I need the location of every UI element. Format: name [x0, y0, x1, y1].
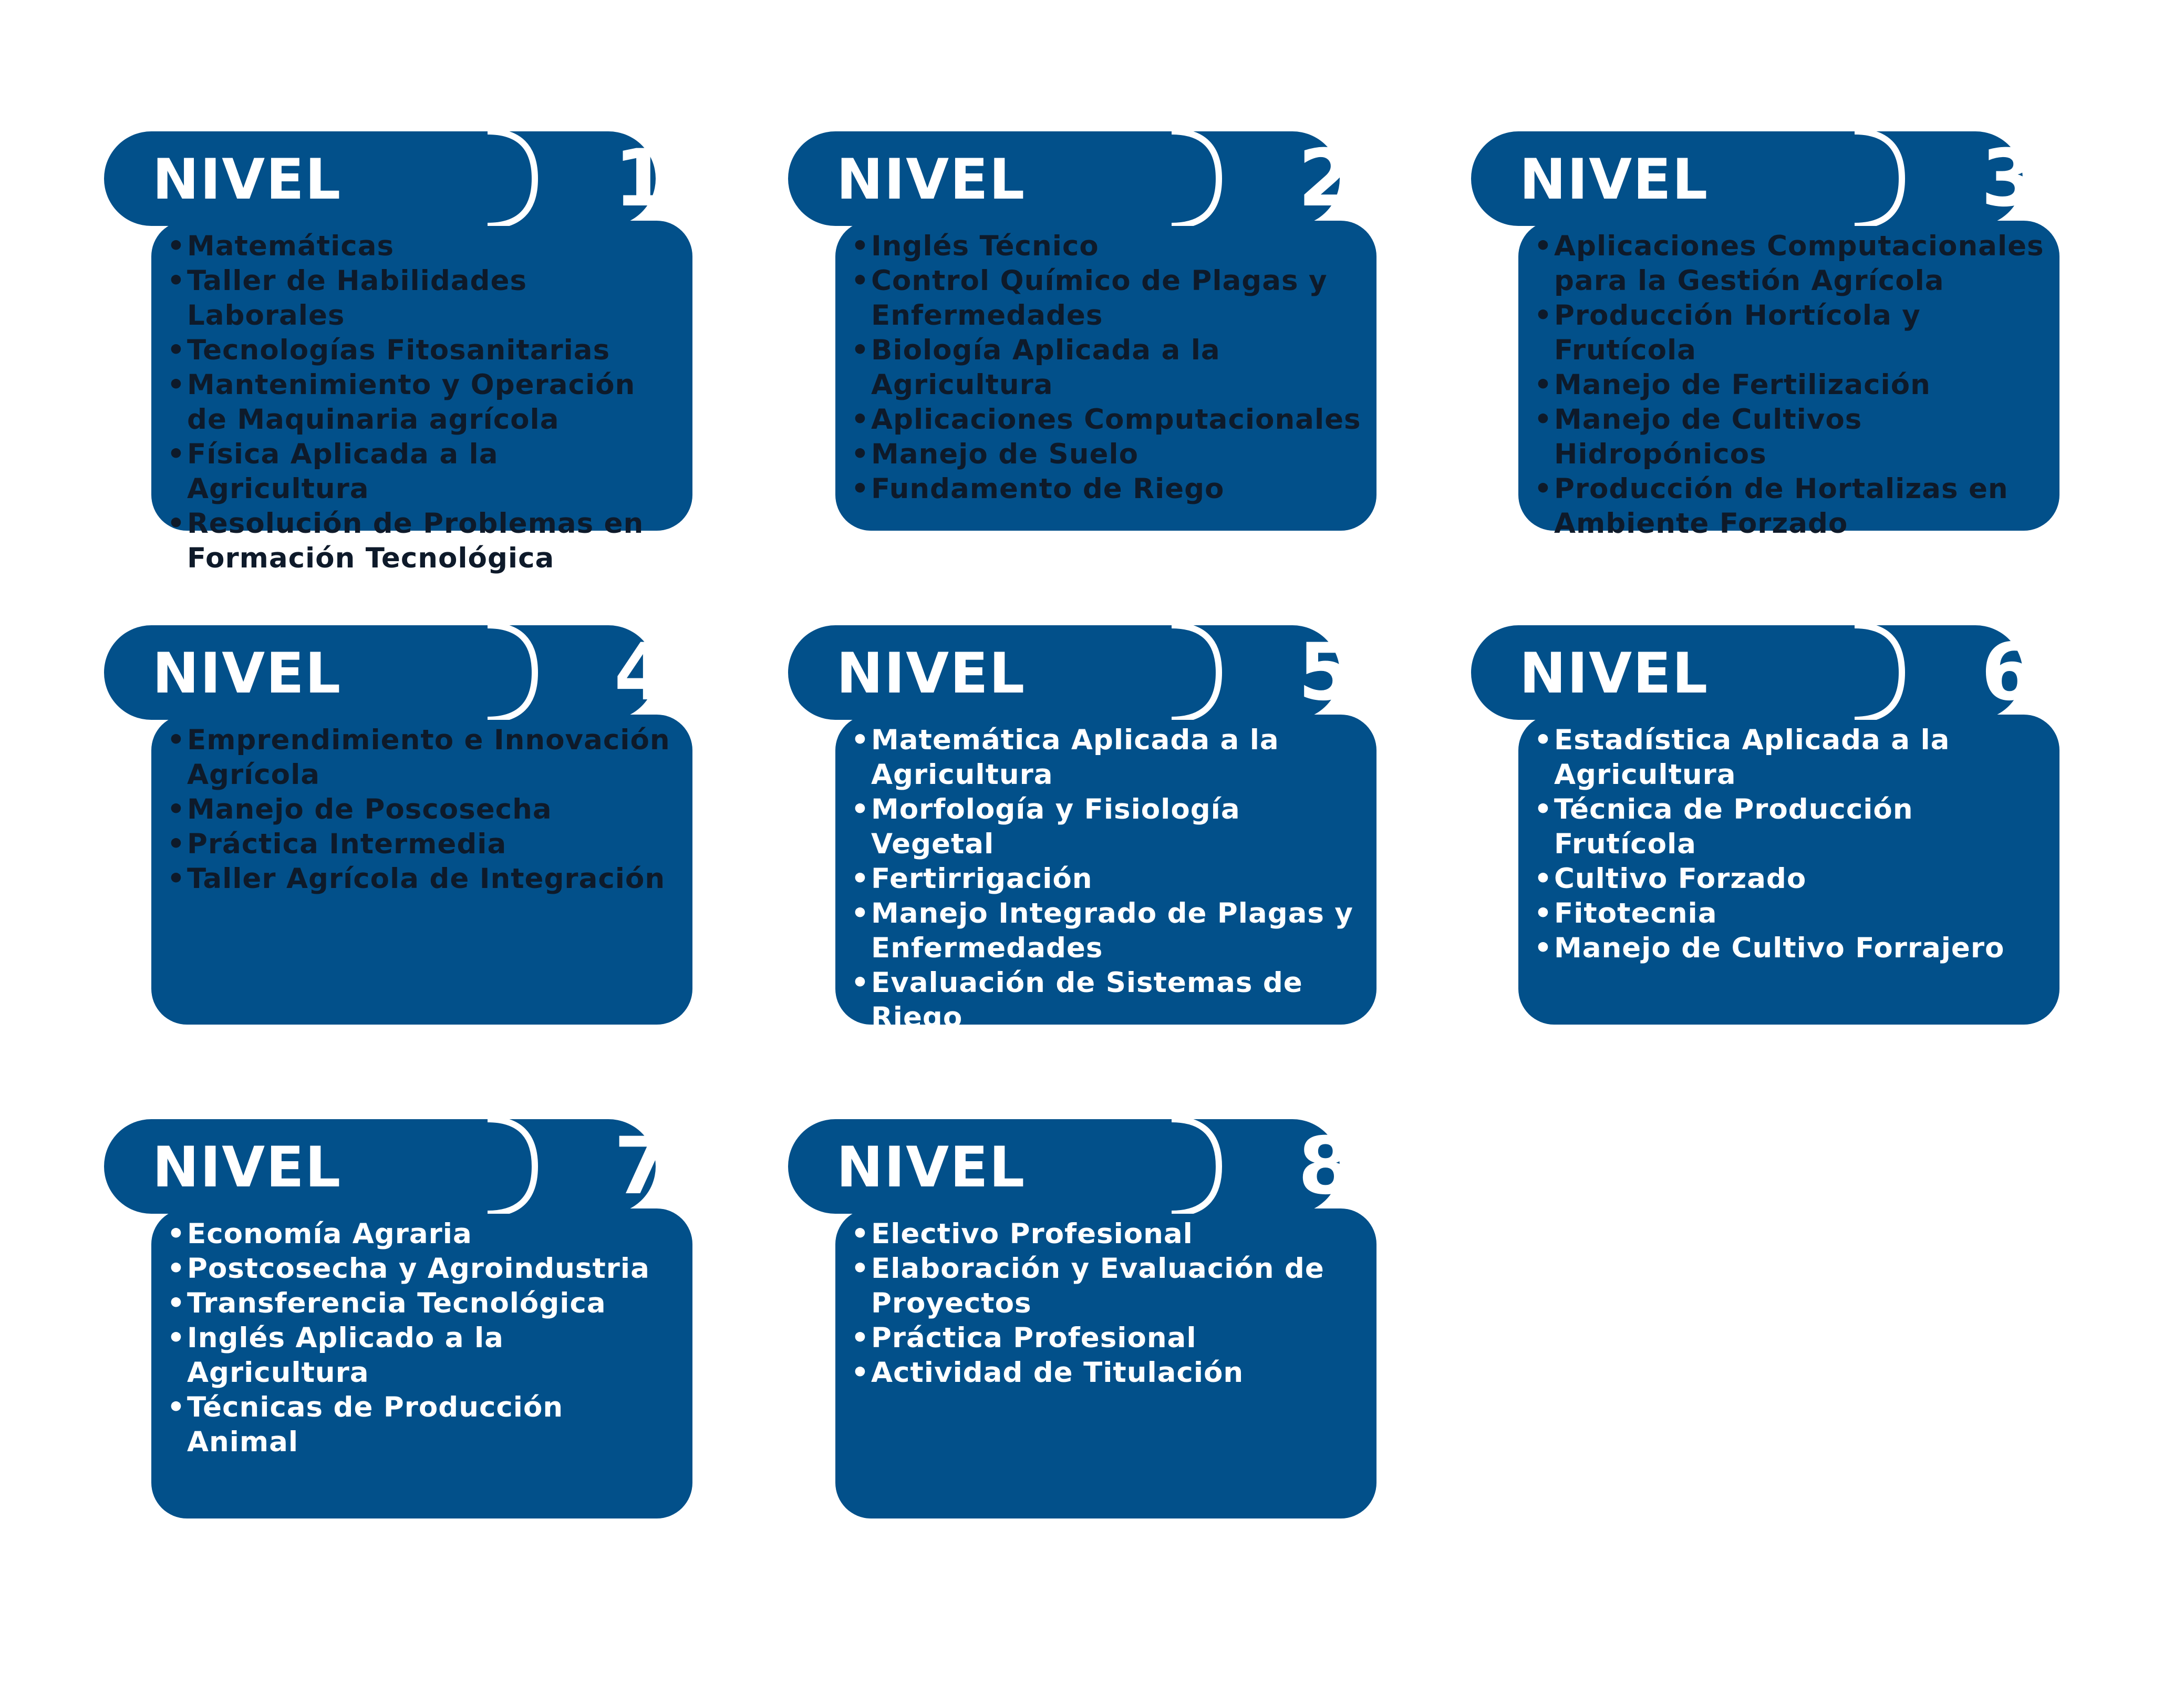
level-title: NIVEL: [152, 1135, 342, 1200]
subject-list: Aplicaciones Computacionales para la Ges…: [1534, 229, 2049, 541]
level-header: [788, 625, 1340, 720]
level-title: NIVEL: [1519, 147, 1709, 212]
subject-item: Morfología y Fisiología Vegetal: [851, 792, 1366, 862]
subject-item: Elaboración y Evaluación de Proyectos: [851, 1252, 1366, 1321]
level-number: 8: [1298, 1121, 1353, 1212]
subject-item: Taller Agrícola de Integración: [167, 862, 682, 896]
level-number: 7: [614, 1121, 669, 1212]
subject-item: Estadística Aplicada a la Agricultura: [1534, 723, 2049, 792]
subject-item: Resolución de Problemas en Formación Tec…: [167, 507, 682, 576]
level-subjects-box: Aplicaciones Computacionales para la Ges…: [1518, 221, 2059, 540]
level-number: 3: [1981, 133, 2036, 224]
subject-item: Producción Hortícola y Frutícola: [1534, 298, 2049, 368]
level-title: NIVEL: [152, 641, 342, 706]
subject-item: Manejo de Fertilización: [1534, 368, 2049, 402]
level-card-4: Emprendimiento e Innovación Agrícola Man…: [104, 625, 692, 1030]
level-title: NIVEL: [836, 1135, 1026, 1200]
level-card-3: Aplicaciones Computacionales para la Ges…: [1471, 131, 2059, 540]
level-subjects-box: Electivo Profesional Elaboración y Evalu…: [835, 1208, 1376, 1518]
subject-item: Práctica Profesional: [851, 1321, 1366, 1356]
subject-list: Matemáticas Taller de Habilidades Labora…: [167, 229, 682, 576]
subject-list: Matemática Aplicada a la Agricultura Mor…: [851, 723, 1366, 1070]
subject-list: Emprendimiento e Innovación Agrícola Man…: [167, 723, 682, 896]
subject-item: Taller de Habilidades Laborales: [167, 264, 682, 333]
level-header: [788, 1119, 1340, 1214]
subject-item: Técnicas de Producción Animal: [167, 1390, 682, 1460]
subject-item: Manejo de Cultivo Forrajero: [1534, 931, 2049, 966]
subject-item: Transferencia Tecnológica: [167, 1286, 682, 1321]
level-subjects-box: Matemáticas Taller de Habilidades Labora…: [151, 221, 692, 574]
level-number: 1: [614, 133, 669, 224]
level-subjects-box: Estadística Aplicada a la Agricultura Té…: [1518, 715, 2059, 1025]
subject-list: Inglés Técnico Control Químico de Plagas…: [851, 229, 1366, 507]
subject-item: Técnica de Producción Frutícola: [1534, 792, 2049, 862]
subject-item: Manejo Integrado de Plagas y Enfermedade…: [851, 896, 1366, 966]
level-card-6: Estadística Aplicada a la Agricultura Té…: [1471, 625, 2059, 1030]
subject-item: Matemáticas: [167, 229, 682, 264]
subject-item: Física Aplicada a la Agricultura: [167, 437, 682, 507]
level-title: NIVEL: [152, 147, 342, 212]
subject-item: Mantenimiento y Operación de Maquinaria …: [167, 368, 682, 437]
subject-item: Química Agrícola: [851, 1035, 1366, 1070]
level-header: [104, 131, 656, 226]
level-title: NIVEL: [1519, 641, 1709, 706]
subject-item: Práctica Intermedia: [167, 827, 682, 862]
level-subjects-box: Emprendimiento e Innovación Agrícola Man…: [151, 715, 692, 1025]
subject-list: Electivo Profesional Elaboración y Evalu…: [851, 1217, 1366, 1390]
subject-item: Fitotecnia: [1534, 896, 2049, 931]
subject-item: Manejo de Suelo: [851, 437, 1366, 472]
subject-item: Fertirrigación: [851, 862, 1366, 896]
level-header: [1471, 625, 2023, 720]
level-number: 6: [1981, 627, 2036, 718]
level-subjects-box: Matemática Aplicada a la Agricultura Mor…: [835, 715, 1376, 1070]
subject-item: Electivo Profesional: [851, 1217, 1366, 1252]
level-number: 4: [614, 627, 669, 718]
subject-item: Control Químico de Plagas y Enfermedades: [851, 264, 1366, 333]
level-header: [788, 131, 1340, 226]
level-title: NIVEL: [836, 641, 1026, 706]
subject-list: Economía Agraria Postcosecha y Agroindus…: [167, 1217, 682, 1460]
subject-item: Producción de Hortalizas en Ambiente For…: [1534, 472, 2049, 541]
subject-item: Cultivo Forzado: [1534, 862, 2049, 896]
subject-item: Aplicaciones Computacionales para la Ges…: [1534, 229, 2049, 298]
subject-list: Estadística Aplicada a la Agricultura Té…: [1534, 723, 2049, 966]
level-title: NIVEL: [836, 147, 1026, 212]
subject-item: Fundamento de Riego: [851, 472, 1366, 507]
level-subjects-box: Inglés Técnico Control Químico de Plagas…: [835, 221, 1376, 531]
level-card-1: Matemáticas Taller de Habilidades Labora…: [104, 131, 692, 574]
level-header: [1471, 131, 2023, 226]
subject-item: Manejo de Poscosecha: [167, 792, 682, 827]
subject-item: Inglés Aplicado a la Agricultura: [167, 1321, 682, 1390]
subject-item: Manejo de Cultivos Hidropónicos: [1534, 402, 2049, 472]
level-number: 5: [1298, 627, 1353, 718]
subject-item: Economía Agraria: [167, 1217, 682, 1252]
subject-item: Evaluación de Sistemas de Riego: [851, 966, 1366, 1035]
level-header: [104, 625, 656, 720]
subject-item: Matemática Aplicada a la Agricultura: [851, 723, 1366, 792]
level-card-7: Economía Agraria Postcosecha y Agroindus…: [104, 1119, 692, 1524]
subject-item: Emprendimiento e Innovación Agrícola: [167, 723, 682, 792]
subject-item: Actividad de Titulación: [851, 1356, 1366, 1390]
subject-item: Aplicaciones Computacionales: [851, 402, 1366, 437]
level-number: 2: [1298, 133, 1353, 224]
subject-item: Biología Aplicada a la Agricultura: [851, 333, 1366, 402]
level-card-5: Matemática Aplicada a la Agricultura Mor…: [788, 625, 1376, 1070]
level-card-8: Electivo Profesional Elaboración y Evalu…: [788, 1119, 1376, 1524]
level-card-2: Inglés Técnico Control Químico de Plagas…: [788, 131, 1376, 536]
subject-item: Inglés Técnico: [851, 229, 1366, 264]
subject-item: Tecnologías Fitosanitarias: [167, 333, 682, 368]
subject-item: Postcosecha y Agroindustria: [167, 1252, 682, 1286]
level-subjects-box: Economía Agraria Postcosecha y Agroindus…: [151, 1208, 692, 1518]
level-header: [104, 1119, 656, 1214]
